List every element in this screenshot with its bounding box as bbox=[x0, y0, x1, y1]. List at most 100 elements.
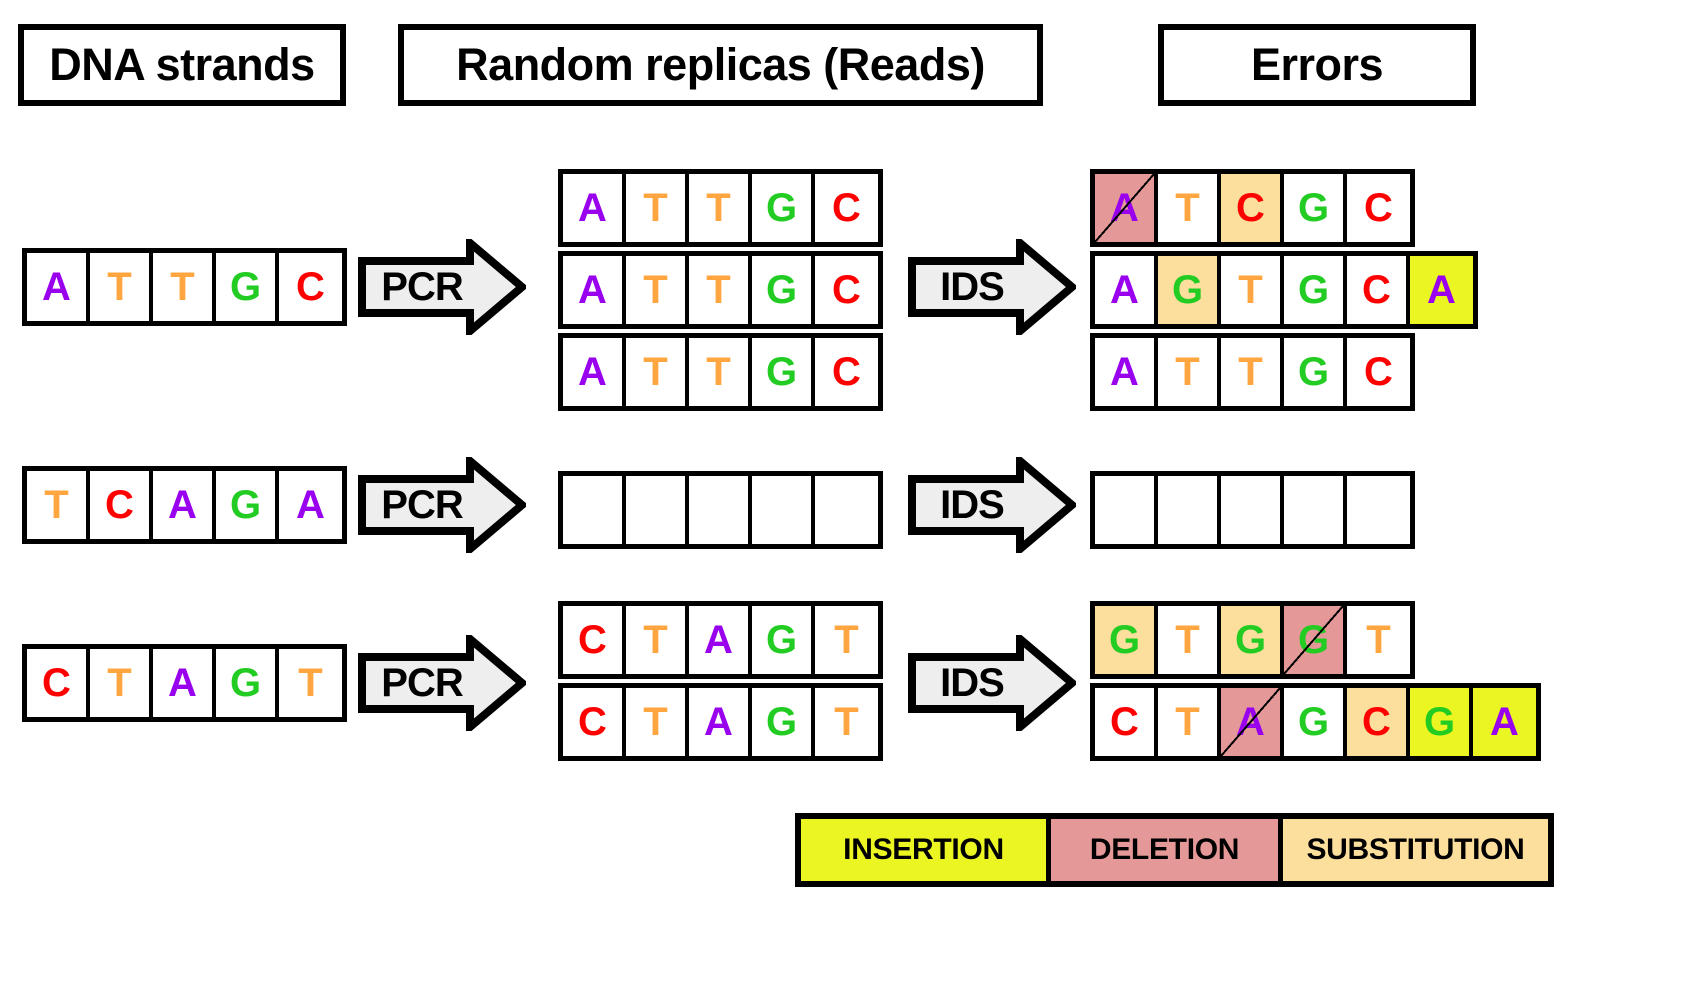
arrow-shape bbox=[358, 239, 526, 335]
base-cell: A bbox=[689, 688, 752, 756]
base-cell bbox=[1158, 476, 1221, 544]
base-cell: T bbox=[1221, 256, 1284, 324]
base-cell: T bbox=[1158, 688, 1221, 756]
base-cell: G bbox=[216, 471, 279, 539]
base-cell: T bbox=[1158, 606, 1221, 674]
base-cell-substitution: C bbox=[1221, 174, 1284, 242]
base-cell: G bbox=[1284, 338, 1347, 406]
header-dna-strands: DNA strands bbox=[18, 24, 346, 106]
base-cell: T bbox=[1347, 606, 1410, 674]
pcr-arrow-2-label: PCR bbox=[381, 482, 463, 527]
ids-arrow-3-label: IDS bbox=[940, 660, 1005, 705]
base-cell-substitution: G bbox=[1095, 606, 1158, 674]
base-cell: T bbox=[689, 174, 752, 242]
base-cell: G bbox=[752, 256, 815, 324]
base-cell: T bbox=[90, 649, 153, 717]
base-cell: G bbox=[752, 338, 815, 406]
ids-arrow-2: IDS bbox=[908, 457, 1076, 553]
base-cell: C bbox=[563, 688, 626, 756]
base-cell-deletion: A bbox=[1095, 174, 1158, 242]
base-cell bbox=[1347, 476, 1410, 544]
base-cell: C bbox=[27, 649, 90, 717]
base-cell: C bbox=[563, 606, 626, 674]
base-cell: C bbox=[279, 253, 342, 321]
base-cell: G bbox=[216, 253, 279, 321]
base-cell bbox=[1095, 476, 1158, 544]
base-cell: G bbox=[216, 649, 279, 717]
legend-item-insertion: INSERTION bbox=[801, 819, 1051, 881]
arrow-shape bbox=[908, 635, 1076, 731]
legend-item-label: INSERTION bbox=[843, 833, 1004, 866]
base-cell: A bbox=[563, 256, 626, 324]
base-cell-insertion: A bbox=[1473, 688, 1536, 756]
base-cell-substitution: G bbox=[1158, 256, 1221, 324]
base-cell: G bbox=[752, 688, 815, 756]
legend-item-label: DELETION bbox=[1089, 833, 1240, 866]
base-cell: T bbox=[27, 471, 90, 539]
base-cell: T bbox=[626, 174, 689, 242]
base-cell: T bbox=[153, 253, 216, 321]
base-cell: T bbox=[279, 649, 342, 717]
base-cell: A bbox=[1095, 256, 1158, 324]
base-cell: A bbox=[563, 174, 626, 242]
base-cell: C bbox=[1347, 174, 1410, 242]
base-cell-deletion: G bbox=[1284, 606, 1347, 674]
legend: INSERTION DELETION SUBSTITUTION bbox=[795, 813, 1554, 887]
arrow-shape bbox=[358, 635, 526, 731]
base-cell: A bbox=[689, 606, 752, 674]
pcr-arrow-1: PCR bbox=[358, 239, 526, 335]
base-cell: T bbox=[626, 688, 689, 756]
base-cell: T bbox=[626, 606, 689, 674]
base-cell: T bbox=[689, 338, 752, 406]
base-cell: C bbox=[815, 174, 878, 242]
base-cell: C bbox=[1347, 256, 1410, 324]
legend-item-deletion: DELETION bbox=[1051, 819, 1283, 881]
base-cell bbox=[563, 476, 626, 544]
arrow-shape bbox=[358, 457, 526, 553]
legend-item-substitution: SUBSTITUTION bbox=[1283, 819, 1548, 881]
base-cell: G bbox=[752, 606, 815, 674]
base-cell bbox=[815, 476, 878, 544]
base-cell: G bbox=[1284, 174, 1347, 242]
base-cell: T bbox=[1221, 338, 1284, 406]
base-cell: T bbox=[689, 256, 752, 324]
base-cell: T bbox=[1158, 338, 1221, 406]
header-errors: Errors bbox=[1158, 24, 1476, 106]
base-cell bbox=[752, 476, 815, 544]
ids-arrow-1-label: IDS bbox=[940, 264, 1005, 309]
base-cell: G bbox=[752, 174, 815, 242]
base-cell bbox=[1221, 476, 1284, 544]
base-cell-insertion: A bbox=[1410, 256, 1473, 324]
base-cell: T bbox=[90, 253, 153, 321]
base-cell: C bbox=[815, 256, 878, 324]
base-cell: T bbox=[815, 606, 878, 674]
ids-arrow-3: IDS bbox=[908, 635, 1076, 731]
base-cell-substitution: G bbox=[1221, 606, 1284, 674]
base-cell: C bbox=[1095, 688, 1158, 756]
pcr-arrow-3: PCR bbox=[358, 635, 526, 731]
base-cell: C bbox=[1347, 338, 1410, 406]
header-random-replicas: Random replicas (Reads) bbox=[398, 24, 1043, 106]
legend-item-label: SUBSTITUTION bbox=[1306, 833, 1525, 866]
arrow-shape bbox=[908, 239, 1076, 335]
base-cell-substitution: C bbox=[1347, 688, 1410, 756]
base-cell bbox=[1284, 476, 1347, 544]
error-strip-2-1 bbox=[1090, 471, 1415, 549]
base-cell: T bbox=[626, 256, 689, 324]
read-strip-2-1 bbox=[558, 471, 883, 549]
base-cell: T bbox=[626, 338, 689, 406]
base-cell: T bbox=[1158, 174, 1221, 242]
